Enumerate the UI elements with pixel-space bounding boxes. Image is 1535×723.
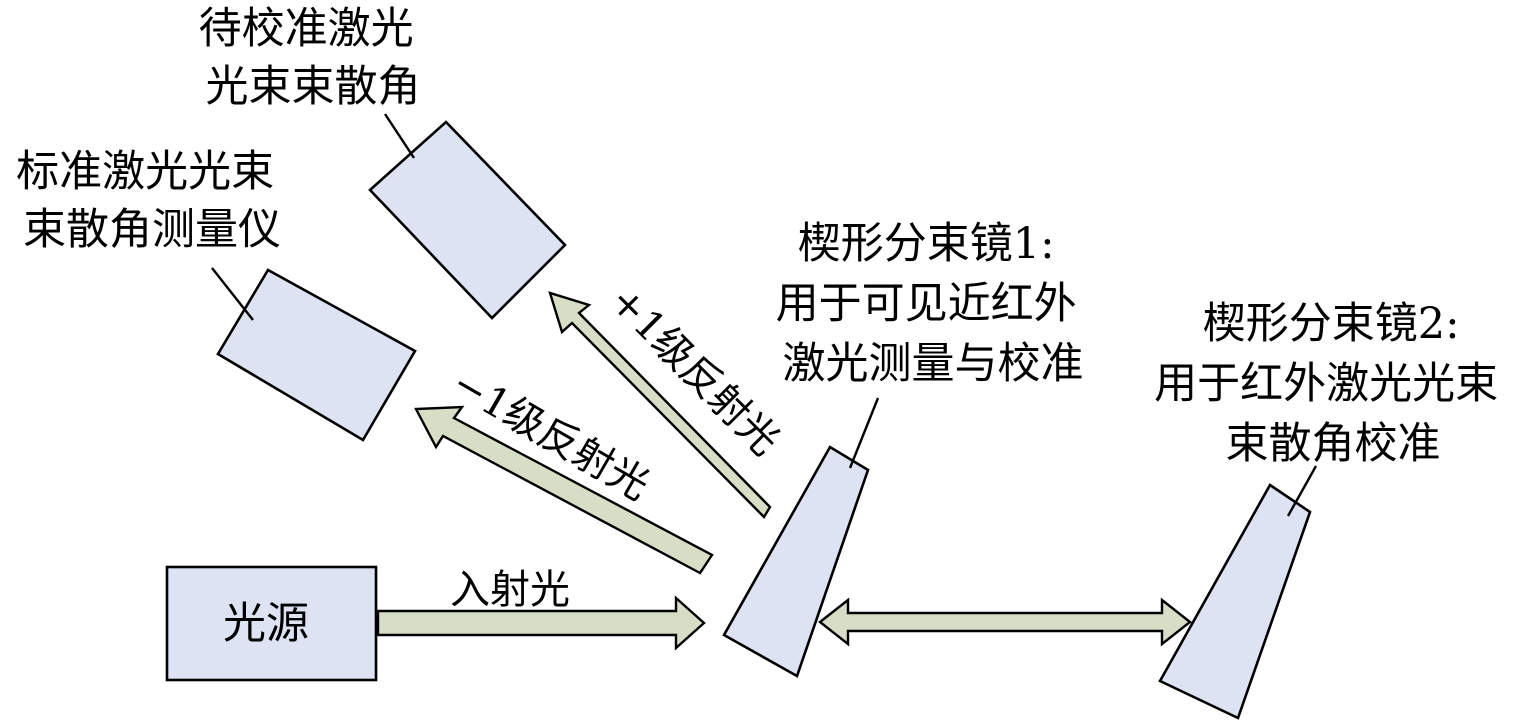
light-source-label: 光源 [223,599,309,649]
laser-under-test-label-line-1: 待校准激光 [199,4,414,54]
wedge1-label-line-3: 激光测量与校准 [783,339,1084,389]
wedge2-label: 楔形分束镜2: 用于红外激光光束 束散角校准 [1154,299,1512,469]
laser-under-test-box [368,120,567,320]
plus-one-order-arrow [548,291,772,519]
standard-meter-label: 标准激光光束 束散角测量仪 [16,147,288,255]
standard-meter-label-line-2: 束散角测量仪 [23,205,281,255]
incident-light-label: 入射光 [450,567,570,613]
wedge1-label-line-2: 用于可见近红外 [776,279,1077,329]
wedge-splitter-1 [722,445,870,678]
minus-one-order-arrow [414,405,714,575]
laser-under-test-leader-line [383,113,416,159]
light-source-box [165,565,378,682]
wedge-splitter-2 [1158,483,1312,720]
wedge2-label-line-1: 楔形分束镜2: [1203,299,1460,349]
wedge1-label-line-1: 楔形分束镜1: [798,219,1055,269]
laser-under-test-label-line-2: 光束束散角 [206,62,421,112]
inter-splitter-arrow [818,597,1192,647]
wedge1-leader-line [848,397,880,469]
wedge1-label: 楔形分束镜1: 用于可见近红外 激光测量与校准 [776,219,1091,389]
incident-light-arrow [376,595,706,651]
standard-meter-leader-line [211,267,254,321]
wedge2-leader-line [1286,465,1318,517]
standard-meter-label-line-1: 标准激光光束 [16,147,274,197]
wedge2-label-line-2: 用于红外激光光束 [1154,359,1498,409]
laser-under-test-label: 待校准激光 光束束散角 [199,4,428,112]
standard-meter-box [216,268,417,442]
wedge2-label-line-3: 束散角校准 [1226,419,1441,469]
